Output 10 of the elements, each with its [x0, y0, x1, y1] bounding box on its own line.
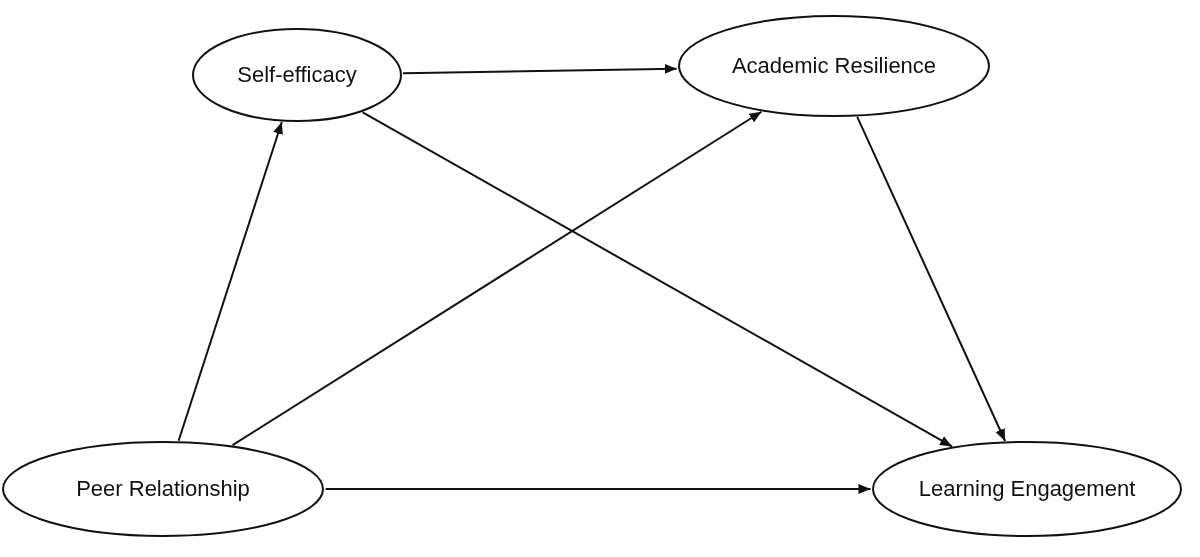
construct-label: Self-efficacy — [237, 62, 357, 88]
construct-label: Academic Resilience — [731, 53, 937, 79]
arrow — [177, 121, 283, 442]
arrow — [402, 63, 678, 75]
arrow — [361, 111, 953, 448]
arrow — [324, 484, 872, 494]
construct-label: Peer Relationship — [76, 476, 250, 502]
construct-label: Learning Engagement — [918, 476, 1136, 502]
arrow — [231, 110, 763, 447]
arrow — [856, 115, 1007, 442]
